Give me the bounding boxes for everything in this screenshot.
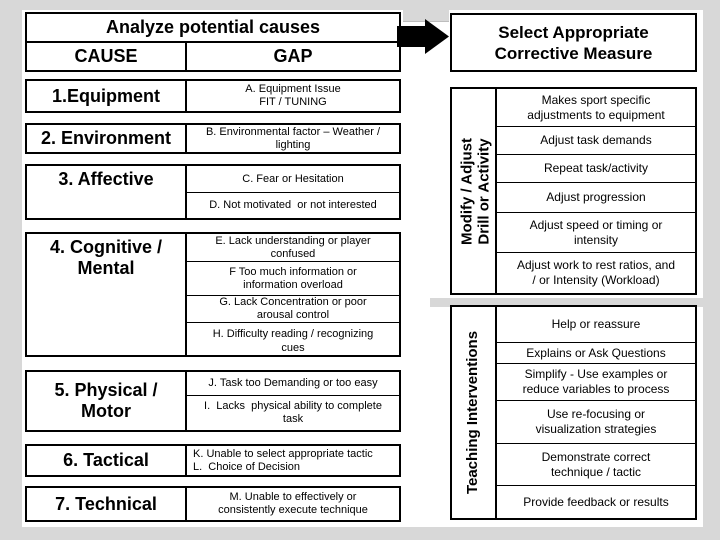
gap-cell: K. Unable to select appropriate tactic L… — [193, 447, 373, 473]
measure-cell: Adjust speed or timing or intensity — [497, 212, 695, 252]
table-row-equipment: 1.Equipment A. Equipment Issue FIT / TUN… — [25, 79, 401, 113]
column-header-row: CAUSE GAP — [27, 43, 399, 70]
cause-label: 3. Affective — [27, 166, 187, 218]
cause-label: 2. Environment — [27, 125, 187, 152]
cause-label: 6. Tactical — [27, 446, 187, 475]
measure-cell: Help or reassure — [551, 317, 641, 331]
table-row-physical: 5. Physical / Motor J. Task too Demandin… — [25, 370, 401, 432]
group-label-cell: Modify / Adjust Drill or Activity — [452, 89, 497, 293]
table-row-affective: 3. Affective C. Fear or Hesitation D. No… — [25, 164, 401, 220]
measure-cell: Explains or Ask Questions — [497, 342, 695, 363]
table-row-environment: 2. Environment B. Environmental factor –… — [25, 123, 401, 154]
column-header-gap: GAP — [273, 46, 313, 66]
group-modify-adjust: Modify / Adjust Drill or Activity Makes … — [450, 87, 697, 295]
cause-label: 5. Physical / Motor — [27, 372, 187, 430]
table-row-tactical: 6. Tactical K. Unable to select appropri… — [25, 444, 401, 477]
analyze-causes-header: Analyze potential causes CAUSE GAP — [25, 12, 401, 72]
measure-cell: Adjust progression — [497, 182, 695, 212]
measure-cell: Demonstrate correct technique / tactic — [497, 443, 695, 485]
background-band — [430, 298, 703, 307]
gap-cell: M. Unable to effectively or consistently… — [218, 491, 368, 516]
gap-cell: J. Task too Demanding or too easy — [208, 377, 378, 389]
gap-cell: I. Lacks physical ability to complete ta… — [187, 395, 399, 430]
table-row-cognitive: 4. Cognitive / Mental E. Lack understand… — [25, 232, 401, 357]
left-panel-title: Analyze potential causes — [27, 14, 399, 43]
gap-cell: C. Fear or Hesitation — [242, 172, 344, 185]
cause-label: 1.Equipment — [27, 81, 187, 111]
gap-cell: A. Equipment Issue FIT / TUNING — [245, 83, 341, 108]
gap-cell: G. Lack Concentration or poor arousal co… — [187, 295, 399, 322]
corrective-measure-header: Select Appropriate Corrective Measure — [450, 13, 697, 72]
table-row-technical: 7. Technical M. Unable to effectively or… — [25, 486, 401, 522]
gap-cell: E. Lack understanding or player confused — [215, 234, 371, 260]
measure-cell: Simplify - Use examples or reduce variab… — [497, 363, 695, 400]
gap-cell: H. Difficulty reading / recognizing cues — [187, 322, 399, 355]
measure-cell: Provide feedback or results — [497, 485, 695, 518]
measure-cell: Repeat task/activity — [497, 154, 695, 182]
cause-label: 7. Technical — [27, 488, 187, 520]
measure-cell: Adjust work to rest ratios, and / or Int… — [497, 252, 695, 293]
gap-cell: D. Not motivated or not interested — [187, 192, 399, 218]
measure-cell: Use re-focusing or visualization strateg… — [497, 400, 695, 443]
cause-label: 4. Cognitive / Mental — [27, 234, 187, 355]
measure-cell: Adjust task demands — [497, 126, 695, 154]
gap-cell: B. Environmental factor – Weather / ligh… — [205, 125, 381, 151]
vertical-label-modify-adjust: Modify / Adjust Drill or Activity — [457, 137, 492, 245]
gap-cell: F Too much information or information ov… — [187, 261, 399, 295]
group-label-cell: Teaching Interventions — [452, 307, 497, 518]
right-arrow-icon — [397, 19, 449, 54]
measure-cell: Makes sport specific adjustments to equi… — [527, 92, 665, 122]
group-teaching-interventions: Teaching Interventions Help or reassure … — [450, 305, 697, 520]
vertical-label-teaching-interventions: Teaching Interventions — [464, 330, 481, 495]
column-header-cause: CAUSE — [27, 43, 187, 70]
